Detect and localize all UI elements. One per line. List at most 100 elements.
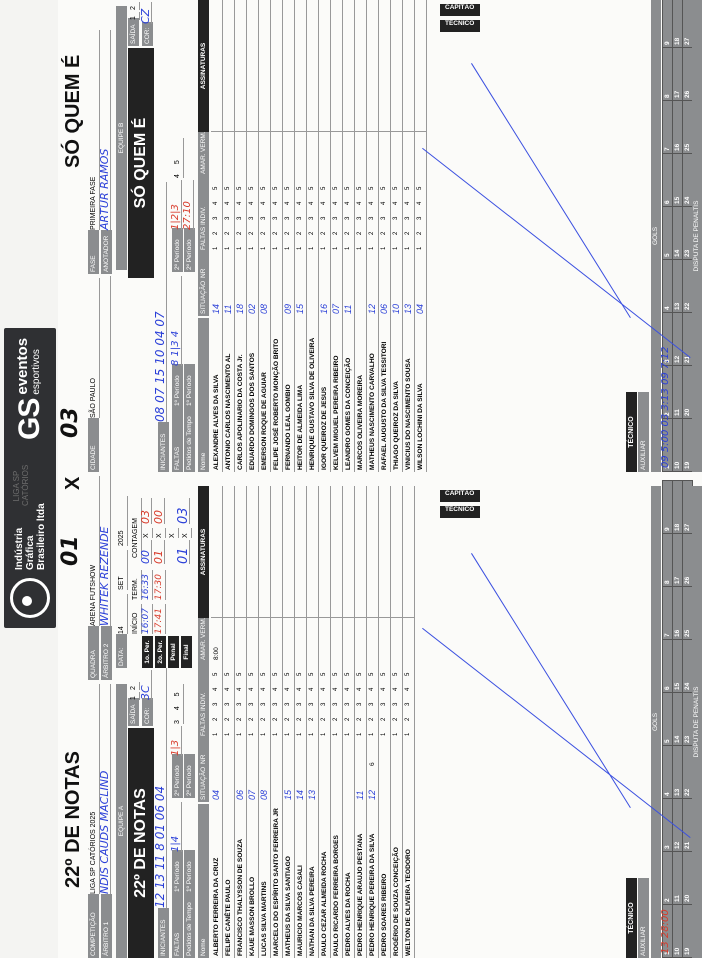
player-faltas: 1 2 3 4 5 bbox=[249, 181, 255, 250]
team-a-col-assinaturas: ASSINATURAS bbox=[198, 486, 209, 618]
versus-label: X bbox=[62, 476, 84, 490]
team-a-col-situacao: SITUAÇÃO bbox=[198, 766, 209, 802]
final-x: X bbox=[180, 528, 192, 538]
player-faltas: 1 2 3 4 5 bbox=[297, 181, 303, 250]
player-signature-cell bbox=[343, 1, 354, 132]
team-b-pedido-2-label: 2º Período bbox=[184, 228, 195, 272]
player-signature-cell bbox=[295, 1, 306, 132]
player-name: MATHEUS NASCIMENTO CARVALHO bbox=[369, 353, 376, 470]
player-name: IGOR QUEIROZ DE JESUS bbox=[321, 386, 328, 470]
team-b-faltas-nums: 4 5 bbox=[172, 138, 184, 178]
player-signature-cell bbox=[319, 1, 330, 132]
player-name: FRANCISCO THALYSSON DE SOUZA bbox=[237, 839, 244, 956]
player-situacao: 06 bbox=[235, 789, 245, 800]
team-a-cor-label: COR: bbox=[142, 698, 153, 726]
player-signature-cell bbox=[355, 1, 366, 132]
final-label: Final bbox=[181, 636, 192, 668]
player-situacao: 13 bbox=[307, 789, 317, 800]
team-a-tecnico-side: TÉCNICO bbox=[440, 506, 480, 518]
team-b-faltas-per1-marks: 8 1|3 4 bbox=[170, 276, 182, 366]
player-situacao: 04 bbox=[415, 303, 425, 314]
player-faltas: 1 2 3 4 5 bbox=[237, 667, 243, 736]
player-name: HENRIQUE GUSTAVO SILVA DE OLIVEIRA bbox=[309, 337, 316, 470]
final-count-b: 03 bbox=[176, 498, 191, 524]
p2-inicio: 17:41 bbox=[154, 604, 166, 634]
player-name: RAFAEL AUGUSTO DA SILVA TESSITORI bbox=[381, 341, 388, 470]
player-situacao: 14 bbox=[211, 303, 221, 314]
player-faltas: 1 2 3 4 5 bbox=[381, 667, 387, 736]
team-a-pedido-1-label: 1º Período bbox=[184, 850, 195, 894]
player-situacao: 14 bbox=[295, 789, 305, 800]
player-situacao: 09 bbox=[283, 303, 293, 314]
player-faltas: 1 2 3 4 5 bbox=[261, 181, 267, 250]
arbitro1-value: NDIS CAUDS MACLIND bbox=[98, 684, 111, 894]
player-faltas: 1 2 3 4 5 bbox=[345, 667, 351, 736]
team-a-faltas-per1-label: 1º Período bbox=[172, 850, 183, 894]
player-faltas: 1 2 3 4 5 bbox=[213, 181, 219, 250]
equipe-a-label: EQUIPE A bbox=[116, 684, 127, 958]
player-name: MARCELO DO ESPÍRITO SANTO FERREIRA JR bbox=[273, 808, 280, 956]
player-faltas: 1 2 3 4 5 bbox=[405, 181, 411, 250]
player-name: WILSON LOCHINI DA SILVA bbox=[417, 383, 424, 470]
team-a-pedidos-label: Pedidos de Tempo bbox=[184, 894, 195, 958]
player-signature-cell bbox=[283, 1, 294, 132]
player-faltas: 1 2 3 4 5 bbox=[237, 181, 243, 250]
p1-inicio: 16:07 bbox=[141, 604, 153, 634]
team-a-col-nr: NR bbox=[198, 738, 209, 766]
player-signature-cell bbox=[247, 487, 258, 618]
player-name: PEDRO HENRIQUE ARAUJO PESTANA bbox=[357, 833, 364, 956]
player-name: THIAGO QUEIROZ DA SILVA bbox=[393, 381, 400, 470]
player-signature-cell bbox=[283, 487, 294, 618]
score-team-a: 01 bbox=[58, 535, 83, 566]
team-b-col-amar: AMAR. bbox=[198, 152, 209, 176]
player-situacao: 10 bbox=[391, 303, 401, 314]
player-signature-cell bbox=[331, 1, 342, 132]
player-faltas: 1 2 3 4 5 bbox=[333, 667, 339, 736]
player-name: LEANDRO GOMES DA CONCEIÇÃO bbox=[345, 357, 352, 470]
team-a-name-box: 22º DE NOTAS bbox=[128, 728, 154, 958]
player-signature-cell bbox=[211, 487, 222, 618]
player-faltas: 1 2 3 4 5 bbox=[273, 181, 279, 250]
player-row: FRANCISCO THALYSSON DE SOUZA 06 1 2 3 4 5 bbox=[235, 486, 247, 958]
penal-x: X bbox=[167, 528, 179, 538]
team-b-col-situacao: SITUAÇÃO bbox=[198, 280, 209, 316]
p1-label: 1o. Per. bbox=[142, 636, 153, 668]
player-name: CARLOS APOLINARIO DA COSTA Jr. bbox=[237, 354, 244, 470]
p1-x: X bbox=[141, 528, 153, 538]
p1-count-a: 00 bbox=[139, 540, 152, 564]
player-signature-cell bbox=[307, 487, 318, 618]
player-signature-cell bbox=[391, 1, 402, 132]
player-situacao: 16 bbox=[319, 303, 329, 314]
team-b-capitao-side: CAPITÃO bbox=[440, 4, 480, 16]
cidade-label: CIDADE bbox=[88, 418, 99, 472]
player-signature-cell bbox=[223, 487, 234, 618]
player-signature-cell bbox=[307, 1, 318, 132]
team-b-iniciantes-value: 08 07 15 10 04 07 bbox=[153, 182, 167, 422]
team-a-faltas-nums: 3 4 5 bbox=[172, 684, 184, 724]
equipe-b-label: EQUIPE B bbox=[116, 6, 127, 270]
score-team-b: 03 bbox=[58, 407, 83, 438]
player-signature-cell bbox=[415, 1, 426, 132]
player-situacao: 07 bbox=[331, 303, 341, 314]
player-situacao: 02 bbox=[247, 303, 257, 314]
player-faltas: 1 2 3 4 5 bbox=[309, 181, 315, 250]
player-situacao: 12 bbox=[367, 789, 377, 800]
team-a-col-amar: AMAR. bbox=[198, 638, 209, 662]
player-signature-cell bbox=[367, 1, 378, 132]
team-a-auxiliar-label: AUXILIAR bbox=[638, 878, 649, 958]
